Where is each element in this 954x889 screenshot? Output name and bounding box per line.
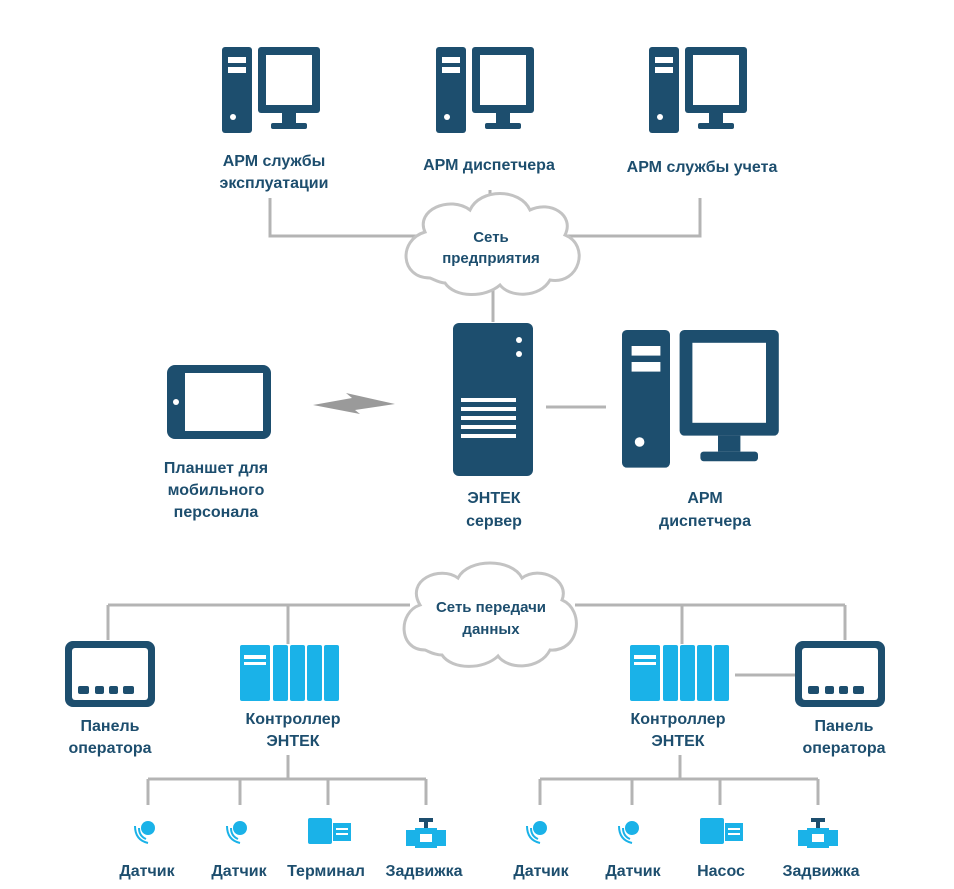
label-tablet-1: Планшет для [164,460,268,477]
label-data-network-2: данных [462,621,520,638]
workstation-icon-operations [222,47,320,133]
label-arm-dispatcher: АРМ диспетчера [423,157,555,174]
label-device-left-4: Задвижка [386,863,463,880]
pump-icon [700,818,743,844]
workstation-icon-dispatcher [436,47,534,133]
enterprise-network-cloud: Сеть предприятия [404,192,581,296]
controller-icon-right [630,645,729,701]
label-arm-operations-1: АРМ службы [223,153,326,170]
label-controller-left-1: Контроллер [246,711,341,728]
label-device-right-3: Насос [697,863,745,880]
label-arm2-2: диспетчера [659,513,751,530]
label-device-left-1: Датчик [119,863,175,880]
label-arm2-1: АРМ [687,490,722,507]
label-device-right-4: Задвижка [783,863,860,880]
operator-panel-icon-left [65,641,155,707]
label-arm-operations-2: эксплуатации [220,175,329,192]
label-tablet-2: мобильного [168,482,265,499]
valve-icon [798,818,838,848]
label-enterprise-network-1: Сеть [473,229,509,246]
operator-panel-icon-right [795,641,885,707]
label-device-right-2: Датчик [605,863,661,880]
label-arm-accounting: АРМ службы учета [627,159,778,176]
label-server-2: сервер [466,513,522,530]
label-data-network-1: Сеть передачи [436,599,546,616]
label-panel-right-2: оператора [802,740,885,757]
data-network-cloud: Сеть передачи данных [402,561,578,668]
valve-icon [406,818,446,848]
label-device-right-1: Датчик [513,863,569,880]
label-device-left-2: Датчик [211,863,267,880]
label-panel-right-1: Панель [815,718,874,735]
sensor-icon [618,820,640,844]
server-icon [453,323,533,476]
label-enterprise-network-2: предприятия [442,250,540,267]
workstation-icon-dispatcher-main [622,330,779,468]
connection-lines [106,190,847,805]
label-controller-right-2: ЭНТЕК [651,733,704,750]
sensor-icon [134,820,156,844]
label-tablet-3: персонала [174,504,259,521]
label-panel-left-1: Панель [81,718,140,735]
controller-icon-left [240,645,339,701]
sensor-icon [226,820,248,844]
label-server-1: ЭНТЕК [467,490,520,507]
sensor-icon [526,820,548,844]
terminal-icon [308,818,351,844]
tablet-icon [167,365,271,439]
label-device-left-3: Терминал [287,863,365,880]
label-controller-left-2: ЭНТЕК [266,733,319,750]
workstation-icon-accounting [649,47,747,133]
label-panel-left-2: оператора [68,740,151,757]
label-controller-right-1: Контроллер [631,711,726,728]
wireless-link-icon [313,393,395,414]
